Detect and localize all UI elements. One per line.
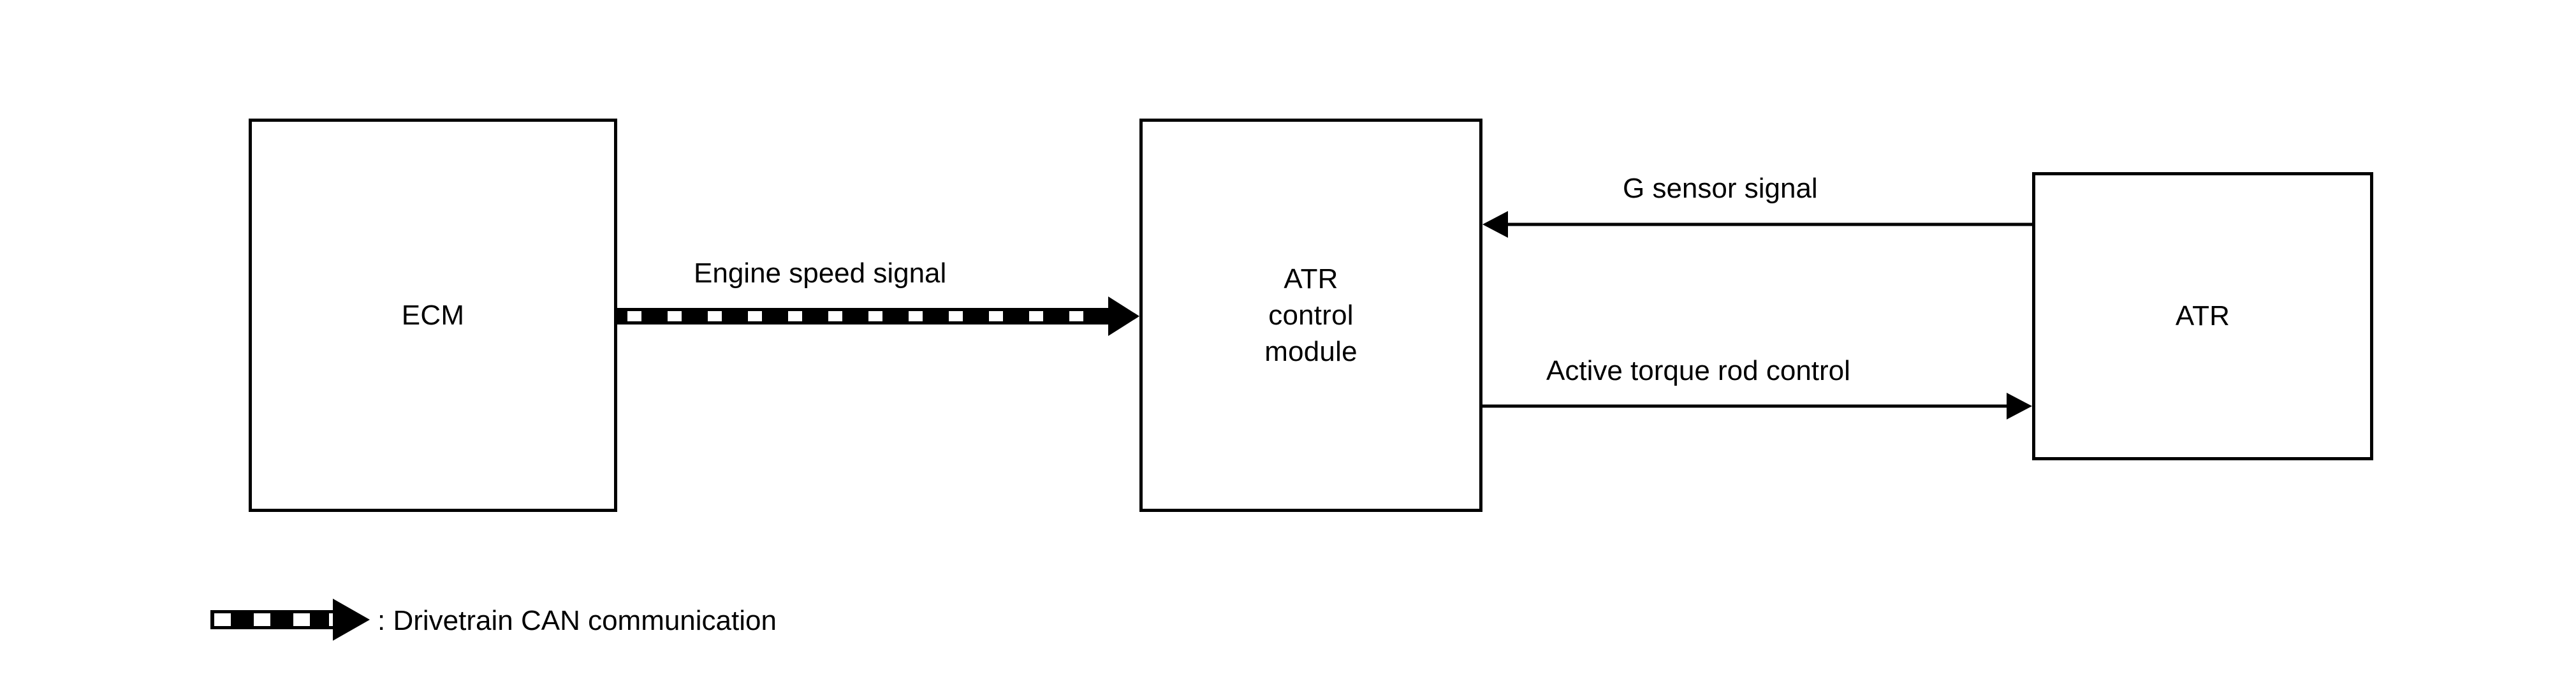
edge-label-engine-speed-signal: Engine speed signal bbox=[694, 258, 947, 289]
node-ecm[interactable]: ECM bbox=[249, 119, 617, 512]
node-atr-label: ATR bbox=[2175, 300, 2230, 332]
edge-active-torque-rod-control-arrow bbox=[1482, 393, 2032, 419]
edge-label-active-torque-rod-control: Active torque rod control bbox=[1546, 355, 1850, 386]
node-atr[interactable]: ATR bbox=[2032, 172, 2373, 460]
edge-engine-speed-signal-arrow bbox=[617, 296, 1139, 336]
node-atr-control-module[interactable]: ATR control module bbox=[1139, 119, 1482, 512]
edge-label-g-sensor-signal: G sensor signal bbox=[1623, 173, 1818, 204]
legend-text: : Drivetrain CAN communication bbox=[377, 605, 777, 636]
dashed-can-arrow-icon bbox=[210, 599, 370, 641]
node-atr-control-module-label: ATR control module bbox=[1264, 263, 1358, 368]
node-ecm-label: ECM bbox=[401, 299, 465, 331]
legend: : Drivetrain CAN communication bbox=[210, 596, 777, 643]
edge-g-sensor-signal-arrow bbox=[1482, 211, 2032, 238]
